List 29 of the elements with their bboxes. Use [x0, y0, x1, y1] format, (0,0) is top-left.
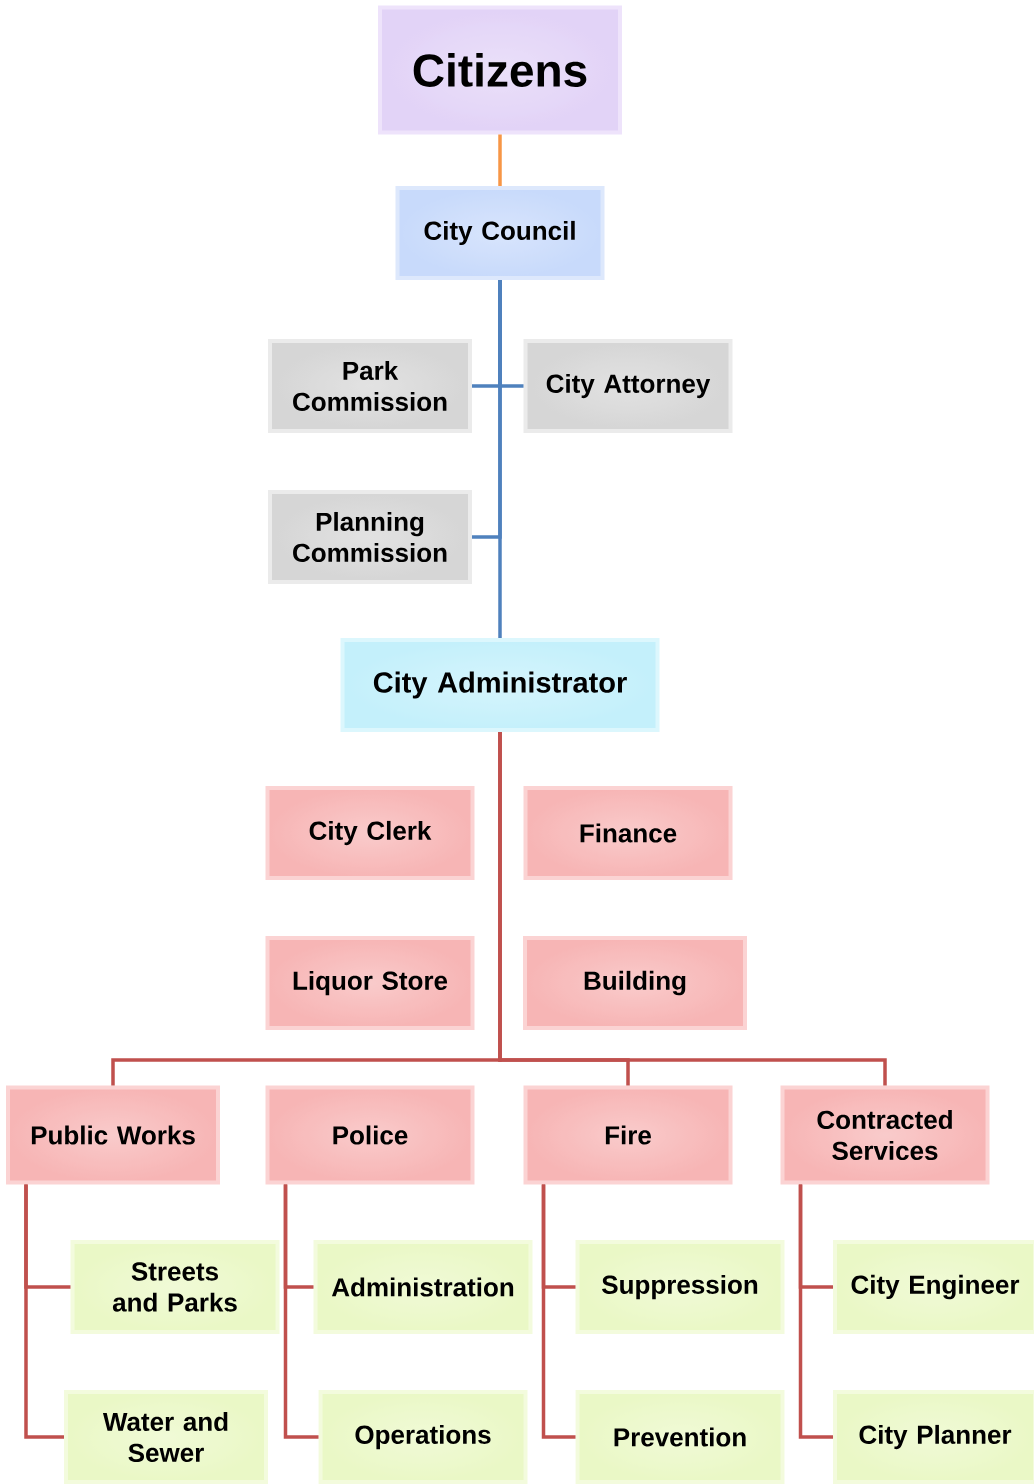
org-box: City Attorney	[523, 339, 733, 433]
org-box: Police	[265, 1085, 475, 1185]
org-box: Operations	[318, 1390, 528, 1484]
connector-line	[541, 1184, 576, 1439]
org-box: Water and Sewer	[64, 1390, 268, 1484]
connector-line	[498, 134, 502, 186]
org-box: City Engineer	[833, 1240, 1034, 1334]
org-box: City Clerk	[265, 786, 475, 880]
org-box: Fire	[523, 1085, 733, 1185]
org-box: Liquor Store	[265, 936, 475, 1030]
org-box: Building	[523, 936, 747, 1030]
org-box: Citizens	[378, 5, 622, 135]
org-box: City Administrator	[340, 638, 660, 732]
connector-line	[24, 1184, 64, 1439]
org-box: Finance	[523, 786, 733, 880]
connector-line	[498, 280, 502, 638]
org-box: Suppression	[575, 1240, 785, 1334]
org-box: City Council	[395, 186, 605, 280]
org-box: Contracted Services	[780, 1085, 990, 1185]
org-box: Prevention	[575, 1390, 785, 1484]
org-box: Administration	[313, 1240, 533, 1334]
connector-line	[283, 1184, 319, 1439]
connector-line	[798, 1184, 833, 1439]
org-box: Planning Commission	[268, 490, 472, 584]
connector-line	[498, 732, 887, 1086]
org-box: Public Works	[6, 1085, 220, 1185]
org-box: City Planner	[833, 1390, 1034, 1484]
org-box: Streets and Parks	[70, 1240, 280, 1334]
org-box: Park Commission	[268, 339, 472, 433]
